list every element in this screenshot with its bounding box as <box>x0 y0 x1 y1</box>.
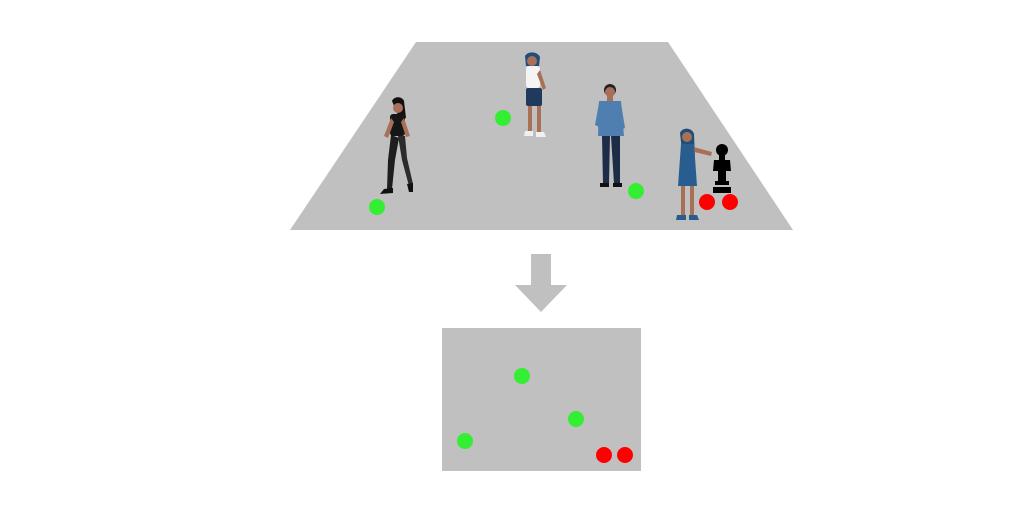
map-statue-marker <box>617 447 633 463</box>
bust-statue-icon <box>713 144 731 193</box>
woman-viewing-statue-icon <box>676 128 712 220</box>
top-down-map <box>442 328 641 471</box>
statue-marker <box>722 194 738 210</box>
map-markers <box>457 368 633 463</box>
down-arrow-icon <box>515 254 567 312</box>
floor-markers <box>369 110 738 215</box>
woman-standing-icon <box>524 52 546 137</box>
map-pedestrian-marker <box>457 433 473 449</box>
pedestrian-marker <box>369 199 385 215</box>
map-pedestrian-marker <box>568 411 584 427</box>
map-statue-viewer-marker <box>596 447 612 463</box>
map-pedestrian-marker <box>514 368 530 384</box>
man-standing-icon <box>595 84 625 187</box>
pedestrian-marker <box>495 110 511 126</box>
pedestrian-marker <box>628 183 644 199</box>
statue-viewer-marker <box>699 194 715 210</box>
woman-walking-icon <box>380 97 413 194</box>
